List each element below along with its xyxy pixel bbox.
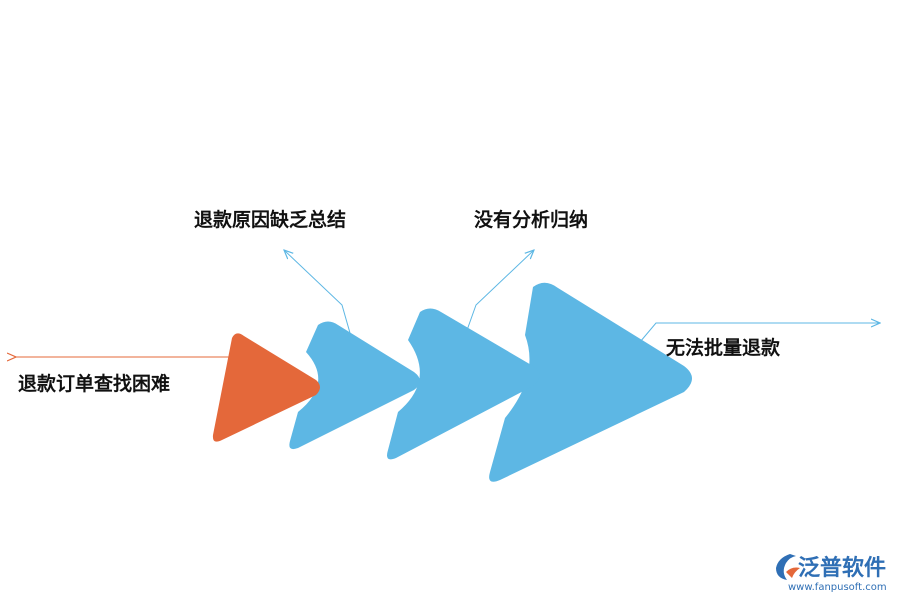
triangle-step1: [212, 333, 320, 442]
chevron-step4: [489, 282, 692, 482]
connector-step2: [284, 250, 351, 334]
label-step4: 无法批量退款: [666, 336, 781, 359]
fanpu-logo-icon: [776, 554, 800, 580]
chevron-step3: [387, 308, 540, 460]
connector-step3: [465, 250, 534, 334]
label-step2: 退款原因缺乏总结: [194, 208, 346, 231]
chevron-step2: [289, 321, 420, 450]
label-step3: 没有分析归纳: [474, 208, 588, 231]
label-step1: 退款订单查找困难: [18, 372, 170, 395]
logo-name: 泛普软件: [798, 555, 886, 581]
connector-step4: [639, 323, 880, 343]
logo-url: www.fanpusoft.com: [788, 582, 887, 593]
logo: 泛普软件 www.fanpusoft.com: [776, 554, 887, 593]
